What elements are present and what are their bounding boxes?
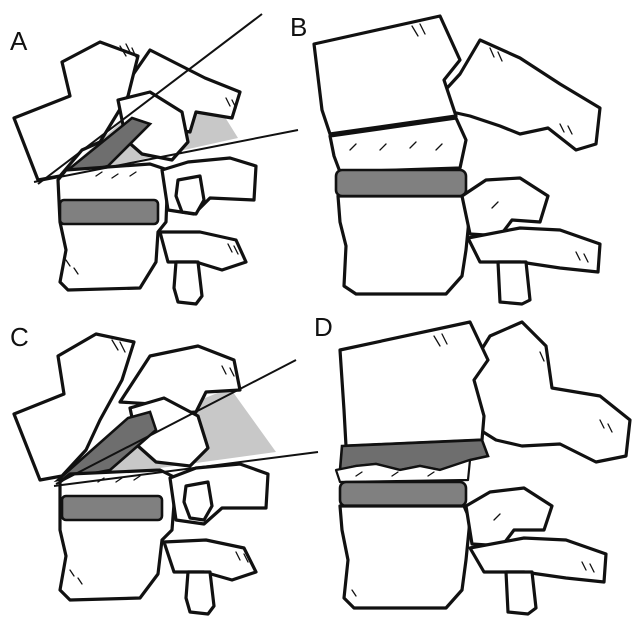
panel-label-d: D [314,312,333,342]
lower-vertebral-body-d [340,506,470,608]
lower-spinous-b [498,262,530,304]
lower-vertebral-body-a [58,164,168,290]
disc-b [336,170,466,196]
lower-facet-c [184,482,212,520]
disc-a [60,200,158,224]
lower-vertebral-body-b [338,196,470,294]
lower-spinous-c [186,572,214,614]
panel-label-a: A [10,26,28,56]
lower-facet-a [176,176,204,214]
panel-label-c: C [10,322,29,352]
panel-label-b: B [290,12,307,42]
lower-spinous-a [174,262,202,304]
lower-spinous-d [506,572,536,614]
disc-c [62,496,162,520]
disc-d [340,482,466,506]
